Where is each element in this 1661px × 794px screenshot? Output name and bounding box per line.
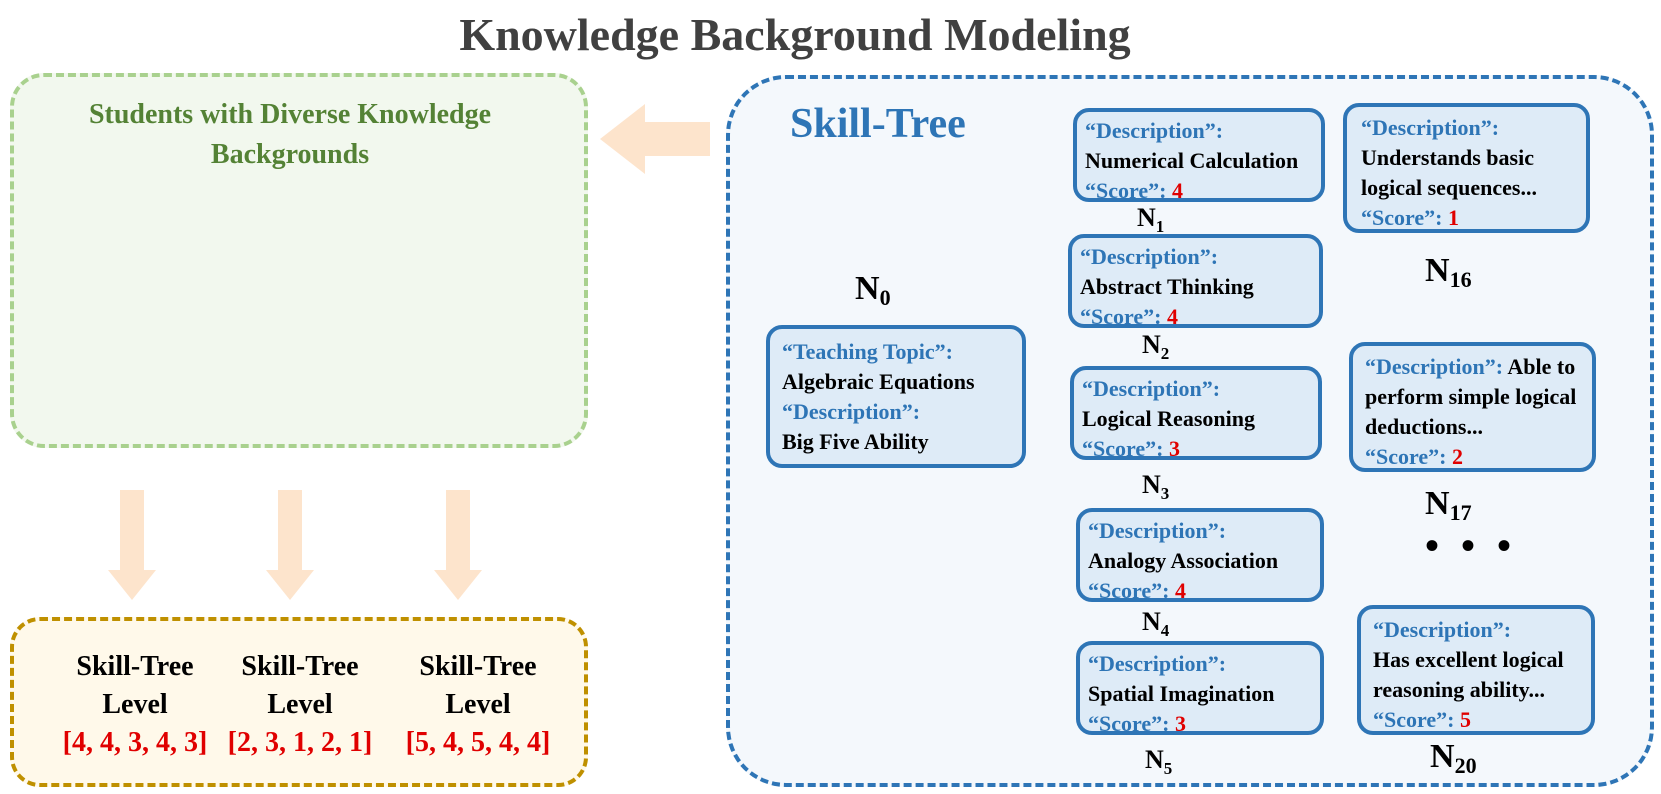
leaf-node-16: “Description”: Understands basic logical…: [1343, 103, 1590, 233]
skill-level-values: [5, 4, 5, 4, 4]: [405, 727, 551, 758]
arrow-left-icon: [600, 104, 710, 174]
leaf-node-17: “Description”: Able to perform simple lo…: [1349, 342, 1596, 472]
page-title: Knowledge Background Modeling: [459, 9, 1131, 60]
skill-level-values: [2, 3, 1, 2, 1]: [227, 727, 373, 758]
skill-tree-title: Skill-Tree: [790, 101, 966, 147]
skill-level-student-2: Skill-Tree Level [2, 3, 1, 2, 1]: [205, 648, 395, 762]
ellipsis: • • •: [1425, 523, 1518, 568]
root-node: “Teaching Topic”: Algebraic Equations “D…: [766, 325, 1026, 468]
node-label-4: N4: [1142, 607, 1170, 640]
child-node-5: “Description”: Spatial Imagination “Scor…: [1076, 641, 1324, 735]
child-node-2: “Description”: Abstract Thinking “Score”…: [1068, 234, 1323, 328]
arrow-down-icon: [108, 490, 482, 600]
child-node-4: “Description”: Analogy Association “Scor…: [1076, 508, 1324, 602]
skill-level-student-3: Skill-Tree Level [5, 4, 5, 4, 4]: [383, 648, 573, 762]
node-label-1: N1: [1137, 203, 1165, 236]
skill-level-panel: [10, 617, 588, 787]
node-label-16: N16: [1425, 252, 1472, 292]
skill-level-student-1: Skill-Tree Level [4, 4, 3, 4, 3]: [40, 648, 230, 762]
node-label-17: N17: [1425, 485, 1472, 525]
child-node-1: “Description”: Numerical Calculation “Sc…: [1073, 108, 1325, 202]
leaf-node-20: “Description”: Has excellent logical rea…: [1357, 605, 1595, 735]
node-label-2: N2: [1142, 330, 1170, 363]
node-label-5: N5: [1145, 745, 1173, 778]
skill-level-values: [4, 4, 3, 4, 3]: [62, 727, 208, 758]
students-title: Students with Diverse Knowledge Backgrou…: [88, 99, 492, 170]
node-label-20: N20: [1430, 738, 1477, 778]
node-label-3: N3: [1142, 470, 1170, 503]
students-panel: [10, 73, 588, 448]
child-node-3: “Description”: Logical Reasoning “Score”…: [1070, 366, 1322, 460]
node-label-root: N0: [855, 270, 891, 310]
